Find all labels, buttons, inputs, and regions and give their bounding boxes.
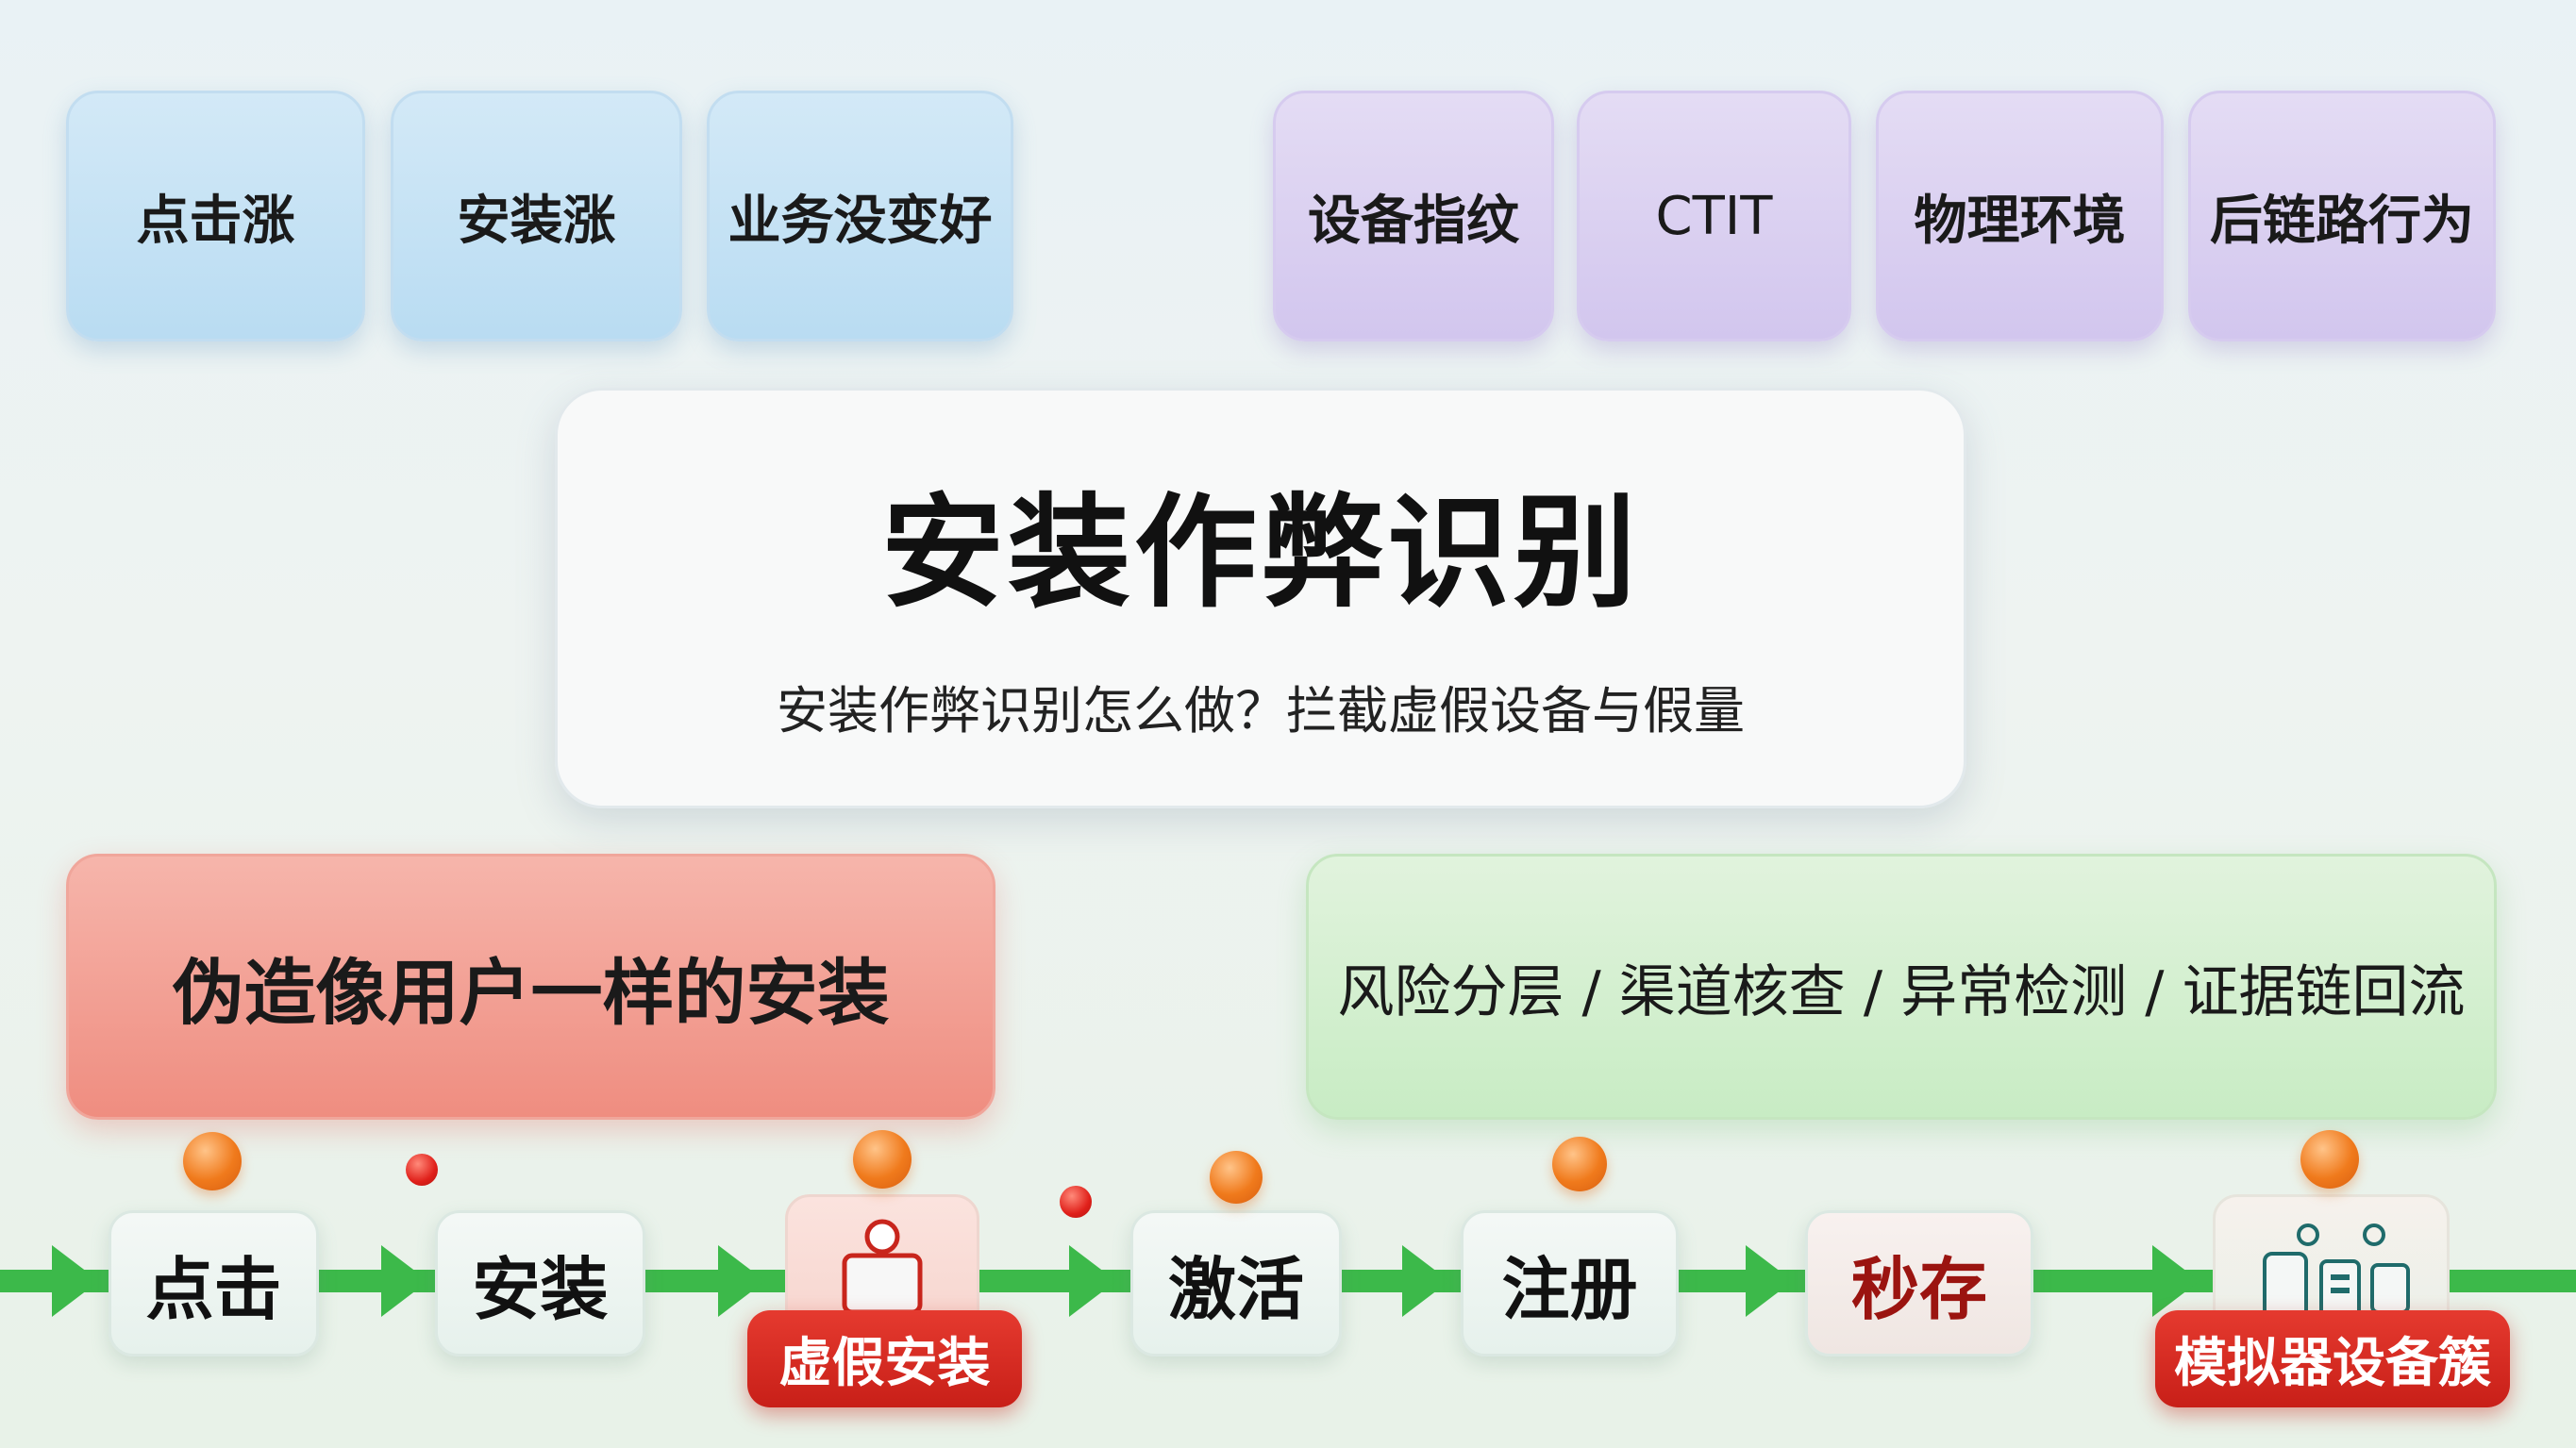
tag-install-rise: 安装涨 xyxy=(391,91,682,341)
tag-post-link-behavior: 后链路行为 xyxy=(2188,91,2496,341)
solution-box: 风险分层 / 渠道核查 / 异常检测 / 证据链回流 xyxy=(1306,854,2497,1120)
alert-dot xyxy=(1060,1186,1092,1218)
page-title: 安装作弊识别 xyxy=(880,480,1640,624)
problem-box: 伪造像用户一样的安装 xyxy=(66,854,995,1120)
marker-dot xyxy=(183,1132,242,1190)
tag-device-fingerprint: 设备指纹 xyxy=(1273,91,1554,341)
arrow-head-icon xyxy=(718,1245,765,1317)
marker-dot xyxy=(1210,1151,1263,1204)
step-instant-retention: 秒存 xyxy=(1805,1210,2033,1356)
tag-physical-env: 物理环境 xyxy=(1876,91,2164,341)
fake-user-icon xyxy=(842,1219,923,1315)
arrow-head-icon xyxy=(2152,1245,2200,1317)
arrow-head-icon xyxy=(1746,1245,1793,1317)
fake-install-badge: 虚假安装 xyxy=(747,1310,1022,1407)
tag-click-rise: 点击涨 xyxy=(66,91,365,341)
step-click: 点击 xyxy=(109,1210,319,1356)
marker-dot xyxy=(1552,1137,1607,1191)
arrow-head-icon xyxy=(1402,1245,1449,1317)
tag-business-flat: 业务没变好 xyxy=(707,91,1013,341)
page-subtitle: 安装作弊识别怎么做？拦截虚假设备与假量 xyxy=(777,680,1745,741)
step-activate: 激活 xyxy=(1130,1210,1342,1356)
arrow-head-icon xyxy=(1069,1245,1116,1317)
tag-ctit: CTIT xyxy=(1577,91,1851,341)
arrow-head-icon xyxy=(381,1245,428,1317)
step-register: 注册 xyxy=(1461,1210,1679,1356)
step-install: 安装 xyxy=(435,1210,645,1356)
marker-dot xyxy=(853,1130,912,1189)
title-card: 安装作弊识别 安装作弊识别怎么做？拦截虚假设备与假量 xyxy=(555,388,1966,808)
marker-dot xyxy=(2300,1130,2359,1189)
arrow-head-icon xyxy=(52,1245,99,1317)
alert-dot xyxy=(406,1154,438,1186)
emulator-cluster-badge: 模拟器设备簇 xyxy=(2155,1310,2510,1407)
